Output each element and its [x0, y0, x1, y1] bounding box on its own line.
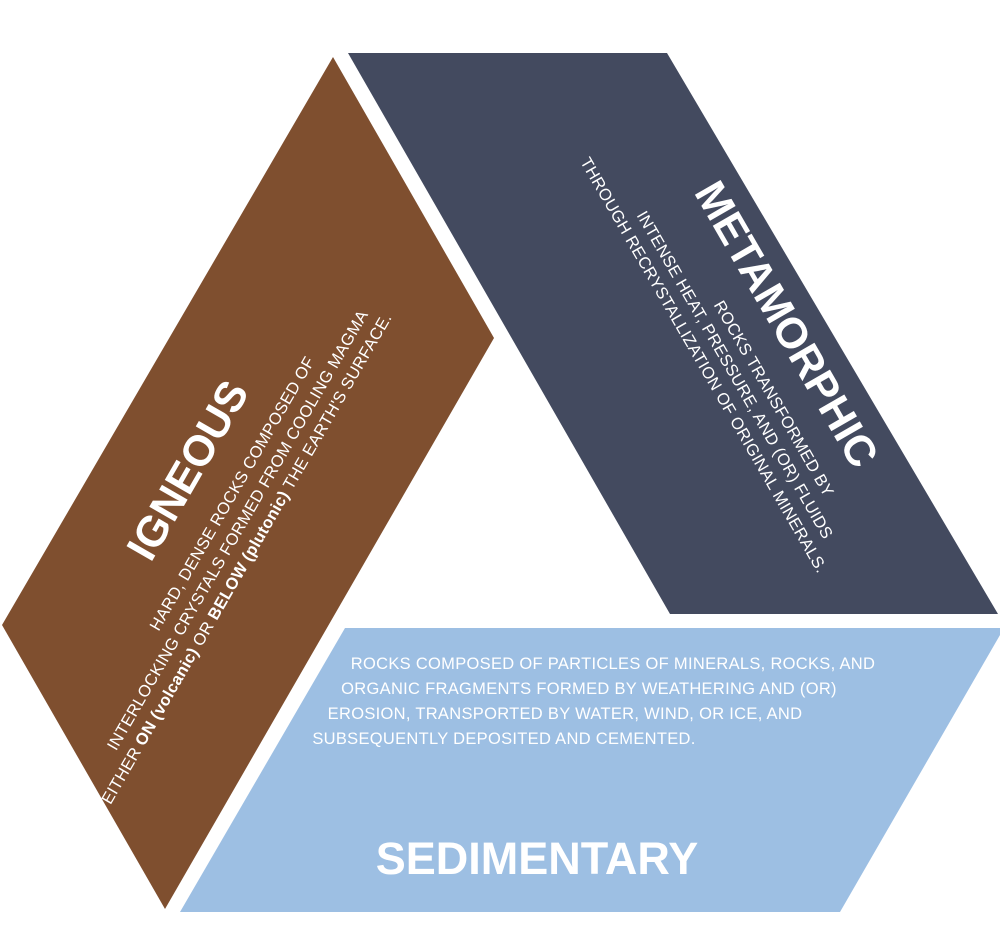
sedimentary-title: SEDIMENTARY	[376, 833, 699, 884]
sedimentary-desc-line-1: ROCKS COMPOSED OF PARTICLES OF MINERALS,…	[351, 655, 875, 673]
metamorphic-band: METAMORPHIC ROCKS TRANSFORMED BY INTENSE…	[348, 53, 998, 614]
sedimentary-desc-line-2: ORGANIC FRAGMENTS FORMED BY WEATHERING A…	[341, 680, 837, 698]
sedimentary-band: ROCKS COMPOSED OF PARTICLES OF MINERALS,…	[180, 628, 1000, 912]
metamorphic-shape	[348, 53, 998, 614]
sedimentary-desc-line-3: EROSION, TRANSPORTED BY WATER, WIND, OR …	[328, 705, 803, 723]
igneous-shape	[2, 57, 494, 909]
sedimentary-desc-line-4: SUBSEQUENTLY DEPOSITED AND CEMENTED.	[312, 730, 695, 748]
sedimentary-shape	[180, 628, 1000, 912]
